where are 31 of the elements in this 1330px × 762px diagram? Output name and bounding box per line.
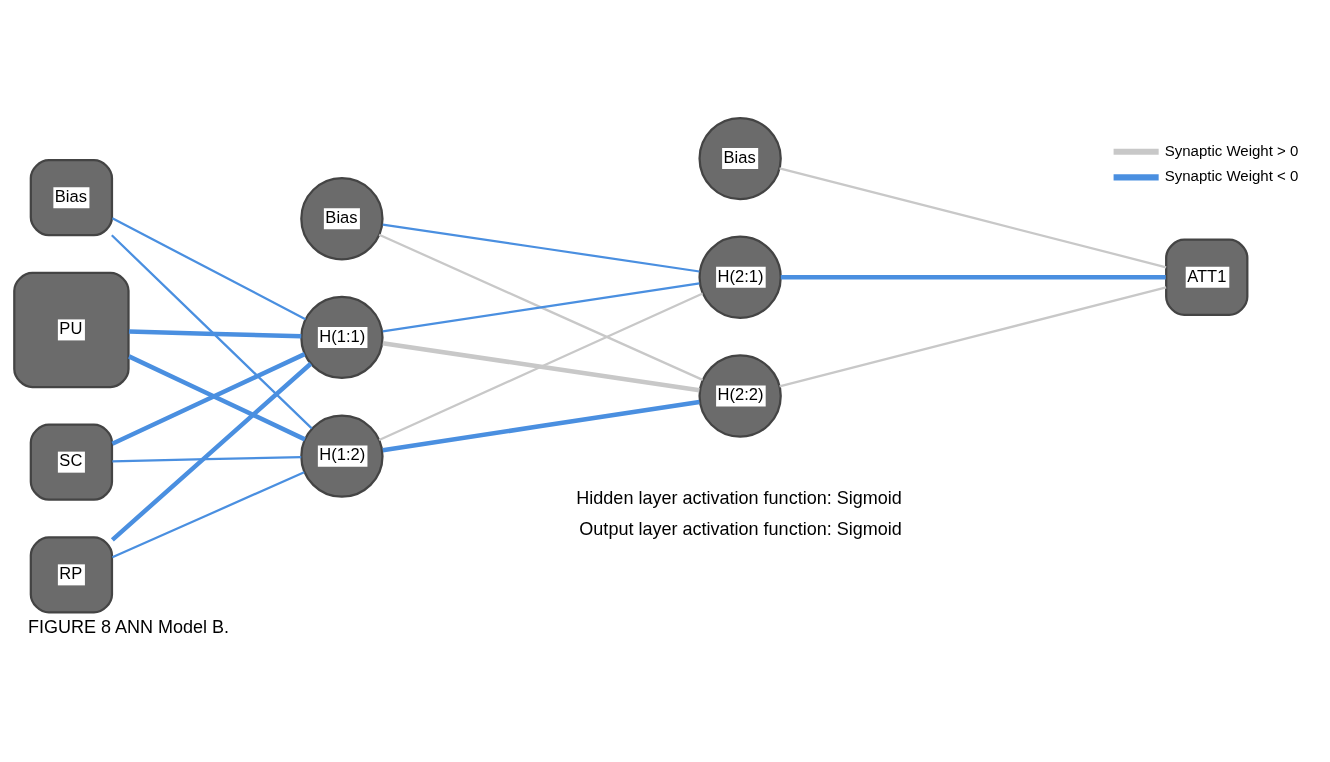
legend-label: Synaptic Weight < 0 (1164, 167, 1299, 185)
connector (382, 399, 700, 453)
node-box: ATT1 (1165, 238, 1249, 316)
connector (110, 362, 313, 542)
connector (111, 471, 305, 559)
connector (382, 341, 700, 393)
node-box: PU (13, 271, 130, 389)
connector (382, 282, 700, 333)
node-circle: Bias (698, 116, 782, 201)
connector (111, 234, 313, 430)
node-box: RP (29, 536, 114, 614)
connector (378, 233, 704, 381)
connector (382, 223, 700, 273)
label: Output layer activation function: Sigmoid (579, 519, 902, 540)
label: Hidden layer activation function: Sigmoid (576, 487, 902, 508)
connector (112, 455, 302, 463)
caption: FIGURE 8 ANN Model B. (27, 616, 230, 637)
connector (378, 292, 704, 441)
legend-label: Synaptic Weight > 0 (1164, 141, 1299, 159)
connector (779, 286, 1167, 388)
node-circle: Bias (300, 177, 384, 261)
node-circle: H(1:1) (300, 295, 384, 380)
connector (779, 167, 1167, 269)
node-box: Bias (29, 158, 114, 237)
connector (128, 329, 302, 339)
node-box: SC (29, 423, 114, 501)
connector (780, 275, 1166, 280)
connector (111, 217, 306, 321)
node-circle: H(1:2) (300, 414, 384, 498)
node-circle: H(2:2) (698, 354, 782, 438)
node-circle: H(2:1) (698, 235, 782, 319)
